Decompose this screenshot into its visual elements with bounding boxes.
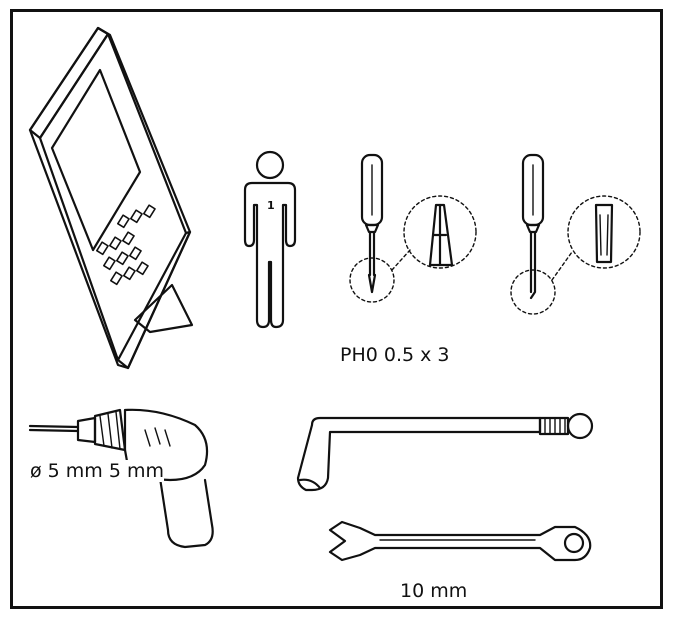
combination-wrench-icon xyxy=(328,520,592,562)
tablet-with-stand-icon xyxy=(28,26,194,370)
screwdriver-size-label: PH0 0.5 x 3 xyxy=(340,344,450,366)
flat-screwdriver-icon xyxy=(510,153,641,315)
drill-icon xyxy=(28,408,214,549)
hex-key-icon xyxy=(296,412,594,492)
wrench-size-label: 10 mm xyxy=(400,580,468,602)
phillips-screwdriver-icon xyxy=(349,153,477,303)
person-count-label: 1 xyxy=(267,199,275,212)
person-icon xyxy=(243,150,297,329)
drill-size-label: ø 5 mm 5 mm xyxy=(30,460,164,482)
